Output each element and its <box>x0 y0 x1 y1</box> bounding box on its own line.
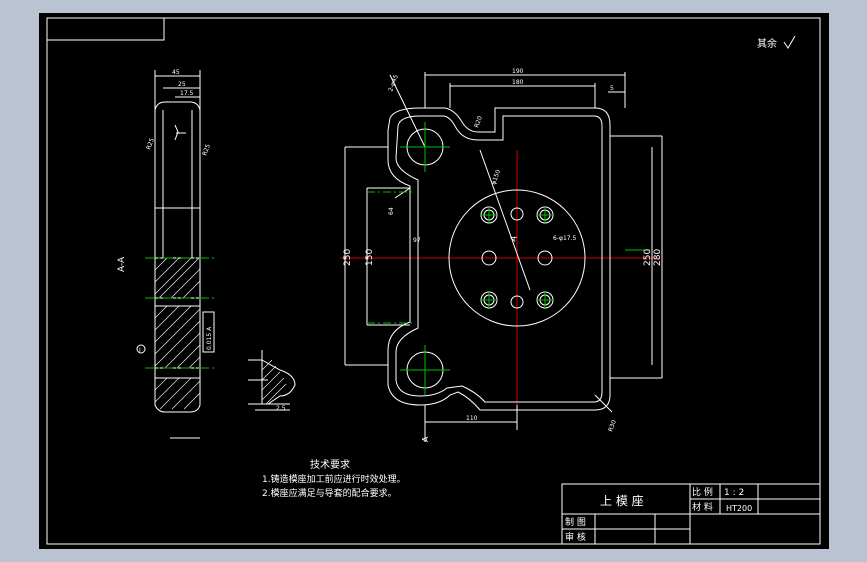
tolerance-frame <box>202 311 215 353</box>
roughness-check-icon <box>783 35 796 49</box>
tech-req-heading: 技术要求 <box>310 458 350 471</box>
detail-hatch <box>261 359 287 405</box>
side-dim-a: 25 <box>178 81 186 88</box>
side-view <box>154 70 201 413</box>
detail-dim: 2.5 <box>276 405 286 412</box>
section-label-side: A-A <box>117 256 127 272</box>
side-radius-label: R25 <box>145 137 156 151</box>
dim-offset: 5 <box>610 85 614 92</box>
dim-bottom-width: 110 <box>466 415 478 422</box>
plan-green-centerlines <box>367 122 650 395</box>
side-view-hatch <box>154 257 201 410</box>
dim-radius-bottom: R30 <box>607 419 618 433</box>
dim-overall-width: 190 <box>512 68 524 75</box>
detail-marker-icon <box>136 344 146 354</box>
side-dim-top: 45 <box>172 69 180 76</box>
detail-view <box>248 350 296 411</box>
scale-label: 比 例 <box>692 486 713 498</box>
detail-label: I <box>139 347 141 354</box>
checked-label: 审 核 <box>565 531 586 543</box>
side-dim-b: 17.5 <box>180 90 194 97</box>
material-value: HT200 <box>726 504 752 513</box>
top-left-box <box>46 17 165 41</box>
dim-radius-top: R20 <box>473 115 484 129</box>
part-name: 上 模 座 <box>600 493 644 508</box>
scale-value: 1 : 2 <box>724 488 744 498</box>
title-block-grid <box>561 483 821 545</box>
dim-right-outer: 280 <box>653 249 663 266</box>
cut-label-top: A <box>508 234 519 243</box>
drawn-label: 制 图 <box>565 516 586 528</box>
material-label: 材 料 <box>692 501 713 513</box>
dim-right-inner: 250 <box>643 249 653 266</box>
dim-small-hole: 6-φ17.5 <box>553 235 576 242</box>
dim-97: 97 <box>413 237 421 244</box>
dim-left-inner: 150 <box>365 249 375 266</box>
tech-req-item-1: 1.铸造模座加工前应进行时效处理。 <box>262 473 406 485</box>
roughness-note: 其余 <box>757 37 777 50</box>
drawing-sheet <box>39 13 829 549</box>
dim-left-outer: 250 <box>343 249 353 266</box>
side-radius-label-2: R25 <box>201 143 212 157</box>
dim-64: 64 <box>388 207 395 215</box>
dim-inner-width: 180 <box>512 79 524 86</box>
side-view-centerlines <box>145 257 215 369</box>
tech-req-item-2: 2.模座应满足与导套的配合要求。 <box>262 487 397 499</box>
plan-centerlines <box>340 150 660 420</box>
dim-circle-dia: φ150 <box>490 169 502 186</box>
tolerance-value: 0.015 A <box>206 326 213 350</box>
drawing-border <box>46 17 821 545</box>
